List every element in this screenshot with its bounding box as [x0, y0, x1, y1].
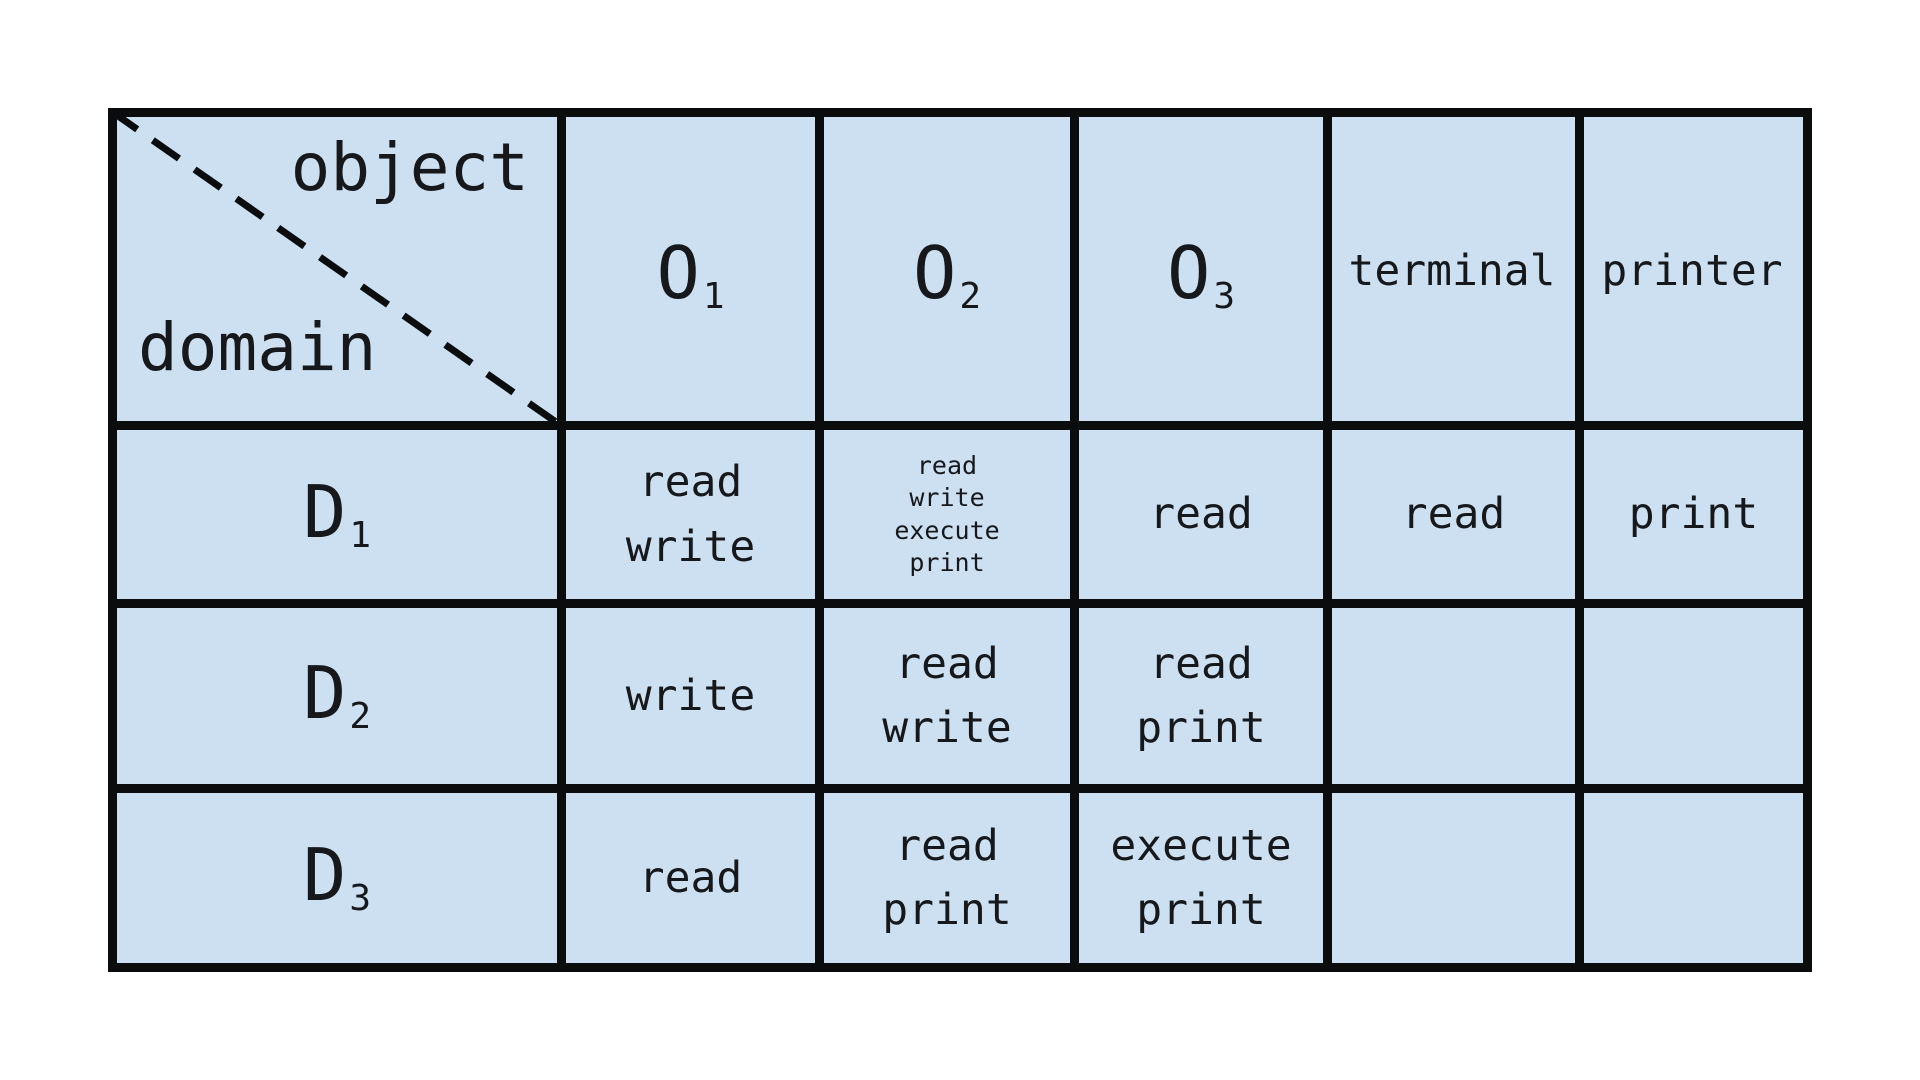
column-header-o3: O3	[1079, 117, 1323, 421]
row-label-d2-subscript: 2	[349, 696, 372, 737]
cell-d3-o2: read print	[824, 793, 1070, 963]
cell-d2-terminal	[1332, 608, 1575, 784]
cell-d3-o3: execute print	[1079, 793, 1323, 963]
access-matrix-table: object domain O1 O2 O3 terminal printer …	[108, 108, 1812, 972]
column-header-o3-label: O	[1166, 231, 1211, 315]
column-header-o2: O2	[824, 117, 1070, 421]
column-header-printer-label: printer	[1601, 246, 1783, 296]
column-header-o1-label: O	[656, 231, 700, 315]
cell-d3-printer	[1584, 793, 1803, 963]
cell-d1-o3: read	[1079, 430, 1323, 599]
column-header-terminal: terminal	[1332, 117, 1575, 421]
column-header-o1: O1	[566, 117, 815, 421]
cell-d3-o1: read	[566, 793, 815, 963]
row-label-d1-subscript: 1	[349, 514, 372, 556]
row-label-d3-text: D	[302, 833, 347, 917]
column-header-o1-subscript: 1	[702, 276, 725, 317]
row-label-d2: D2	[117, 608, 557, 784]
cell-d1-terminal: read	[1332, 430, 1575, 599]
corner-cell: object domain	[117, 117, 557, 421]
row-label-d1: D1	[117, 430, 557, 599]
cell-d1-printer: print	[1584, 430, 1803, 599]
column-header-o2-subscript: 2	[959, 276, 982, 317]
row-label-d2-text: D	[302, 651, 347, 735]
cell-d2-o1: write	[566, 608, 815, 784]
cell-d2-printer	[1584, 608, 1803, 784]
domain-axis-label: domain	[138, 309, 377, 386]
cell-d2-o2: read write	[824, 608, 1070, 784]
diagonal-divider-line	[117, 117, 557, 421]
cell-d1-o1: read write	[566, 430, 815, 599]
row-label-d1-text: D	[302, 469, 347, 554]
cell-d3-terminal	[1332, 793, 1575, 963]
column-header-o2-label: O	[912, 231, 957, 315]
row-label-d3-subscript: 3	[349, 878, 372, 919]
column-header-terminal-label: terminal	[1348, 246, 1556, 296]
column-header-o3-subscript: 3	[1213, 276, 1236, 317]
cell-d2-o3: read print	[1079, 608, 1323, 784]
column-header-printer: printer	[1584, 117, 1803, 421]
cell-d1-o2: read write execute print	[824, 430, 1070, 599]
object-axis-label: object	[290, 129, 529, 206]
row-label-d3: D3	[117, 793, 557, 963]
